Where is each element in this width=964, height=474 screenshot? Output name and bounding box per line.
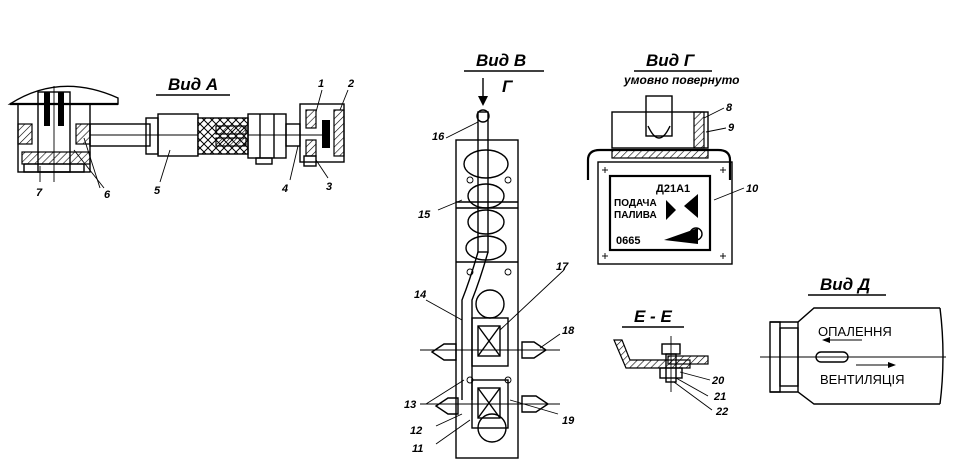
view-d-title: Вид Д	[820, 275, 870, 294]
section-e-e-title: Е - Е	[634, 307, 672, 326]
callout-15: 15	[418, 209, 431, 221]
view-d: Вид Д ОПАЛЕННЯ ВЕНТИЛЯЦІЯ	[760, 275, 946, 405]
callout-20: 20	[711, 375, 725, 387]
callout-16: 16	[432, 131, 445, 143]
callout-4: 4	[281, 183, 288, 195]
callout-14: 14	[414, 289, 426, 301]
view-v-arrow-label: Г	[502, 77, 514, 96]
callout-17: 17	[556, 261, 569, 273]
callout-13: 13	[404, 399, 416, 411]
callout-22: 22	[715, 406, 728, 418]
callout-7: 7	[36, 187, 43, 199]
callout-6: 6	[104, 189, 111, 201]
view-v-title: Вид В	[476, 51, 526, 70]
view-d-vent-label: ВЕНТИЛЯЦІЯ	[820, 372, 905, 387]
plate-line2: ПАЛИВА	[614, 210, 657, 221]
section-e-e: Е - Е 20 21 22	[613, 307, 728, 418]
callout-5: 5	[154, 185, 161, 197]
view-g-title: Вид Г	[646, 51, 696, 70]
callout-18: 18	[562, 325, 575, 337]
plate-code: 0665	[616, 235, 640, 247]
view-g-note: умовно повернуто	[623, 73, 739, 87]
callout-8: 8	[726, 102, 733, 114]
view-v: Вид В Г	[404, 51, 575, 459]
callout-11: 11	[412, 443, 423, 455]
view-g: Вид Г умовно повернуто Д21А1 ПОДАЧА ПАЛИ…	[586, 51, 759, 265]
callout-12: 12	[410, 425, 422, 437]
plate-model: Д21А1	[656, 183, 690, 195]
plate-line1: ПОДАЧА	[614, 198, 657, 209]
view-a-title: Вид А	[168, 75, 218, 94]
callout-19: 19	[562, 415, 575, 427]
callout-21: 21	[713, 391, 726, 403]
callout-1: 1	[318, 78, 324, 90]
callout-2: 2	[347, 78, 354, 90]
view-a: Вид А	[7, 75, 354, 201]
callout-9: 9	[728, 122, 735, 134]
callout-10: 10	[746, 183, 759, 195]
view-d-heating-label: ОПАЛЕННЯ	[818, 324, 892, 339]
callout-3: 3	[326, 181, 332, 193]
